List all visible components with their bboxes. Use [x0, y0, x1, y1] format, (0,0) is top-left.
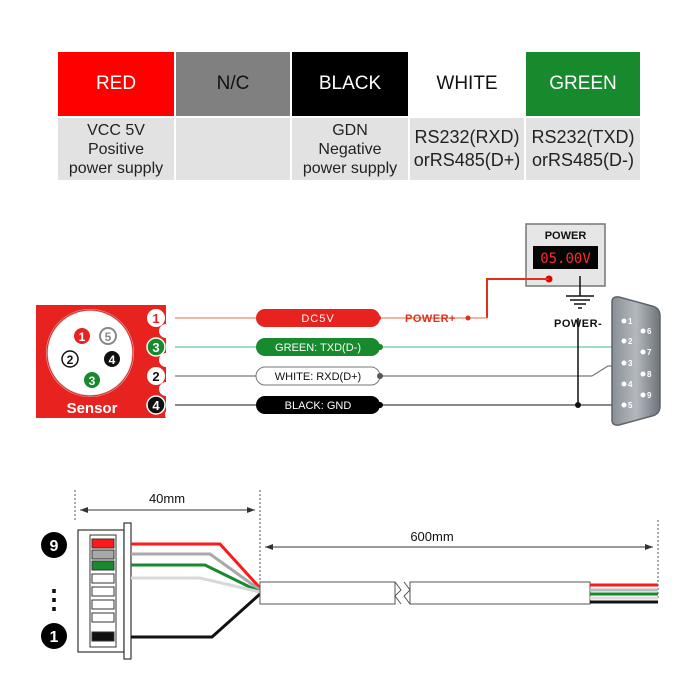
header-nc: N/C — [176, 52, 290, 116]
edge-pin-2 — [147, 367, 165, 385]
pin-badge-9 — [41, 532, 67, 558]
wire-label-black: BLACK: GND — [256, 396, 383, 414]
desc-black: GDN Negative power supply — [292, 118, 408, 180]
svg-text:4: 4 — [152, 398, 160, 413]
svg-text:3: 3 — [89, 374, 96, 388]
desc-white: RS232(RXD) orRS485(D+) — [410, 118, 524, 180]
edge-pin-4 — [146, 395, 166, 415]
svg-text:3: 3 — [152, 340, 159, 355]
svg-text:1: 1 — [50, 629, 59, 646]
wire-label-green-text: GREEN: TXD(D-) — [275, 342, 361, 354]
cable-drawing: 40mm 600mm — [41, 490, 659, 660]
connector-pin-1 — [74, 328, 90, 344]
wire-label-black-text: BLACK: GND — [285, 400, 352, 412]
svg-text:1: 1 — [152, 311, 159, 326]
desc-red: VCC 5V Positive power supply — [58, 118, 174, 180]
ground-icon — [566, 295, 594, 309]
power-minus-label: POWER- — [554, 318, 602, 330]
svg-text:3: 3 — [628, 359, 633, 368]
sensor-wires — [175, 317, 624, 408]
svg-text:9: 9 — [647, 391, 652, 400]
pin-badge-1 — [41, 623, 67, 649]
svg-text:2: 2 — [67, 353, 74, 367]
svg-text:1: 1 — [628, 317, 633, 326]
svg-text:5: 5 — [105, 330, 112, 344]
wire-label-dc5v-text: DC5V — [301, 313, 334, 325]
svg-text:6: 6 — [647, 327, 652, 336]
svg-text:5: 5 — [628, 401, 633, 410]
header-black: BLACK — [292, 52, 408, 116]
svg-text:8: 8 — [647, 370, 652, 379]
sensor-board: Sensor 1 5 2 4 3 1 3 2 4 — [36, 305, 166, 418]
power-supply: POWER 05.00V — [525, 223, 606, 309]
header-red: RED — [58, 52, 174, 116]
desc-green: RS232(TXD) orRS485(D-) — [526, 118, 640, 180]
edge-pin-1 — [147, 309, 165, 327]
connector-pin-3 — [84, 372, 100, 388]
power-display — [533, 246, 598, 269]
wire-label-green: GREEN: TXD(D-) — [256, 338, 383, 356]
connector-pin-4 — [104, 351, 120, 367]
wire-color-table: RED N/C BLACK WHITE GREEN VCC 5V Positiv… — [58, 52, 640, 182]
wire-label-dc5v: DC5V — [256, 309, 381, 327]
power-plus-lead — [486, 278, 549, 318]
connector-pin-2 — [61, 350, 79, 368]
edge-pin-3 — [146, 337, 166, 357]
power-supply-title: POWER — [545, 230, 587, 242]
dimension-40mm: 40mm — [149, 491, 185, 506]
desc-nc — [176, 118, 290, 180]
sensor-label: Sensor — [67, 400, 118, 417]
cable-jacket — [259, 581, 396, 605]
db9-connector: 1 2 3 4 5 6 7 8 9 — [611, 296, 661, 426]
cable-break-icon — [394, 581, 411, 605]
power-plus-label: POWER+ — [405, 313, 456, 325]
svg-text:4: 4 — [109, 353, 116, 367]
svg-text:2: 2 — [152, 369, 159, 384]
header-green: GREEN — [526, 52, 640, 116]
svg-text:4: 4 — [628, 380, 633, 389]
svg-text:2: 2 — [628, 337, 633, 346]
dimension-600mm: 600mm — [410, 529, 453, 544]
svg-text:7: 7 — [647, 348, 652, 357]
pin-ellipsis: ⋮ — [41, 584, 67, 614]
header-white: WHITE — [410, 52, 524, 116]
wire-label-white-text: WHITE: RXD(D+) — [275, 371, 361, 383]
svg-text:9: 9 — [50, 538, 59, 555]
connector-pin-5 — [99, 327, 117, 345]
svg-text:1: 1 — [79, 330, 86, 344]
wire-label-white: WHITE: RXD(D+) — [255, 366, 383, 386]
power-display-reading: 05.00V — [540, 251, 591, 267]
